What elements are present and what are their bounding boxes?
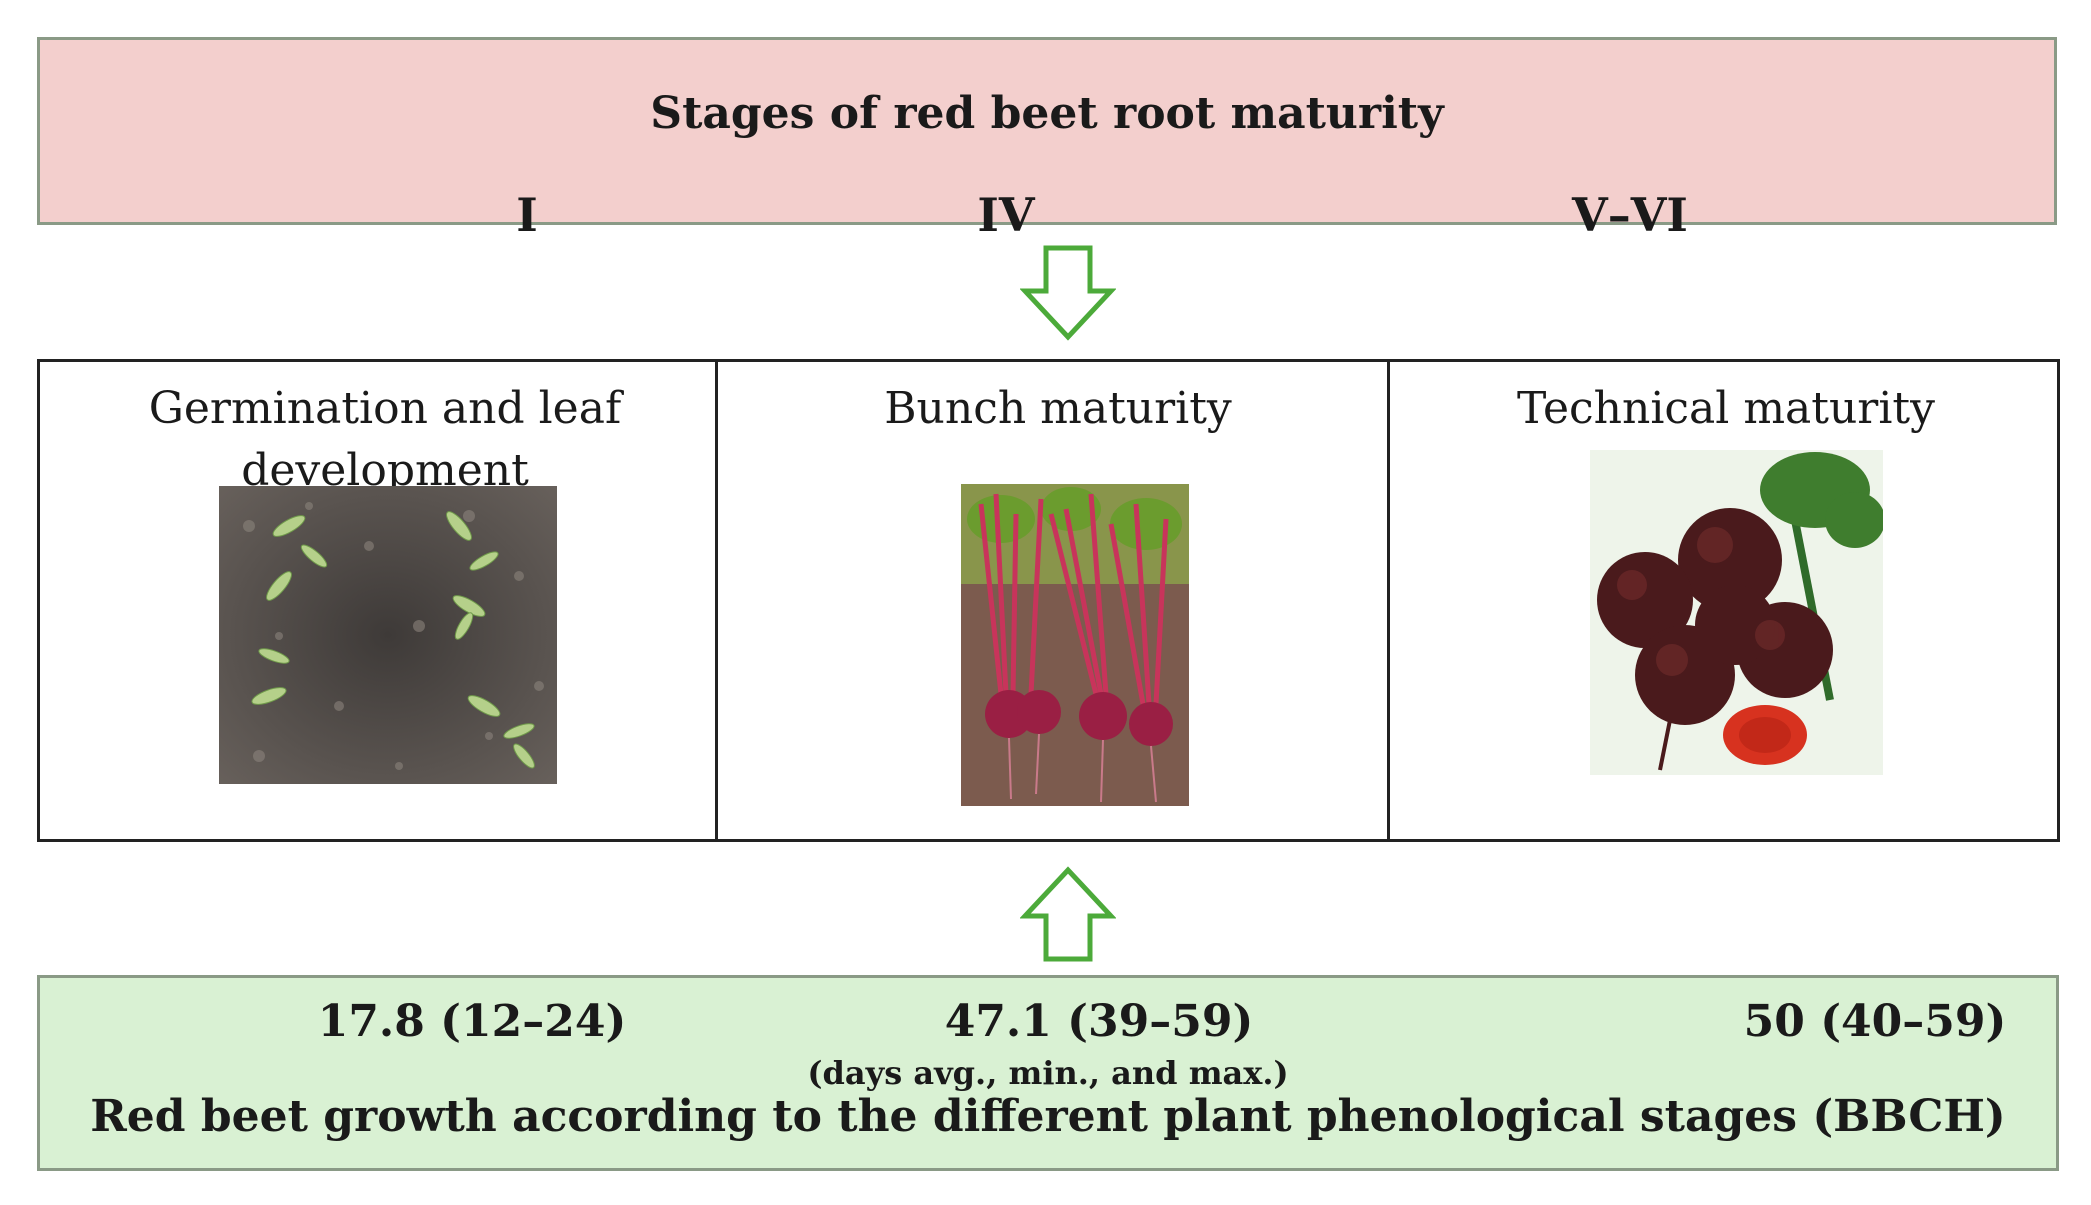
phase-label-germination: Germination and leaf development	[148, 383, 622, 496]
down-arrow-icon	[1020, 245, 1116, 341]
up-arrow-icon	[1020, 866, 1116, 962]
footer-caption: Red beet growth according to the differe…	[90, 1091, 2006, 1142]
growth-days-footer: 17.8 (12–24) 47.1 (39–59) 50 (40–59) (da…	[37, 975, 2059, 1171]
days-value-bunch-maturity: 47.1 (39–59)	[944, 996, 1254, 1047]
mature-beet-roots-photo	[1590, 450, 1883, 775]
stage-label-i: I	[516, 188, 538, 242]
seedlings-in-soil-photo	[219, 486, 557, 784]
column-divider	[1387, 362, 1390, 839]
stage-label-iv: IV	[977, 188, 1035, 242]
days-unit-note: (days avg., min., and max.)	[807, 1054, 1289, 1092]
days-value-technical-maturity: 50 (40–59)	[1743, 996, 2007, 1047]
header-title: Stages of red beet root maturity	[650, 88, 1444, 139]
column-divider	[715, 362, 718, 839]
maturity-stages-header: Stages of red beet root maturity I IV V–…	[37, 37, 2057, 238]
bunched-beets-photo	[961, 484, 1189, 806]
stage-label-v-vi: V–VI	[1572, 188, 1688, 242]
phase-label-bunch-maturity: Bunch maturity	[884, 383, 1232, 434]
phase-label-technical-maturity: Technical maturity	[1517, 383, 1935, 434]
days-value-germination: 17.8 (12–24)	[317, 996, 627, 1047]
phenological-phases-panel: Germination and leaf development	[37, 359, 2060, 842]
